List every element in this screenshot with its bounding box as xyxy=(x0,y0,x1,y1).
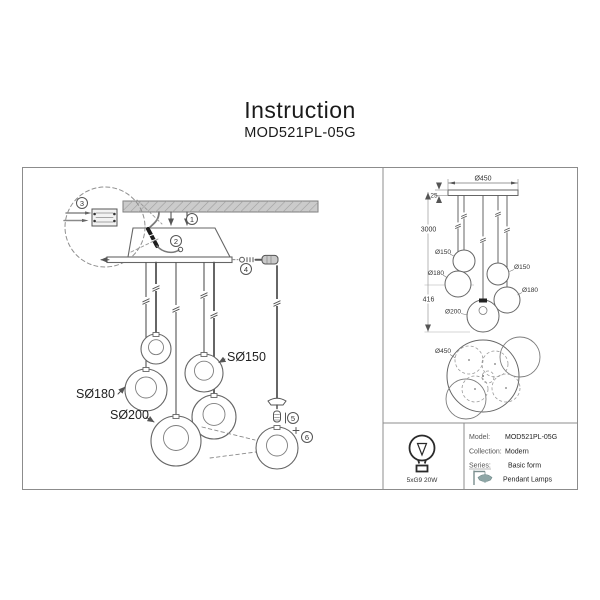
callout-2-label: 2 xyxy=(174,237,178,246)
bulb-icon xyxy=(408,434,436,473)
ceiling-bar xyxy=(122,200,319,213)
callout-3-label: 3 xyxy=(80,199,84,208)
callout-1-label: 1 xyxy=(190,215,194,224)
label-s150: SØ150 xyxy=(227,350,266,364)
series-label: Series: xyxy=(469,463,491,470)
callout-3: 3 xyxy=(76,197,88,209)
terminal-detail: 3 xyxy=(63,186,163,268)
callout-6-label: 6 xyxy=(305,433,309,442)
model-value: MOD521PL-05G xyxy=(505,434,557,441)
dim-drop-height: 3000 xyxy=(421,227,437,234)
globe-180-b xyxy=(191,393,237,440)
dim-150-right: Ø150 xyxy=(514,264,530,271)
instruction-diagram: 1 2 xyxy=(22,167,578,490)
page-title: Instruction xyxy=(244,97,356,123)
base-plate xyxy=(106,256,233,264)
dim-150-left: Ø150 xyxy=(435,249,451,256)
screw-symbol xyxy=(292,427,300,434)
dim-180-left: Ø180 xyxy=(428,270,444,277)
dim-canopy-width: Ø450 xyxy=(474,176,491,183)
model-number: MOD521PL-05G xyxy=(244,125,356,142)
dim-globes xyxy=(444,249,521,333)
callout-5-label: 5 xyxy=(291,414,295,423)
glass-globes xyxy=(124,332,237,467)
dim-200: Ø200 xyxy=(445,309,461,316)
dim-globe-labels: Ø150 Ø180 Ø150 Ø180 Ø200 xyxy=(428,249,538,316)
screwdriver-assembly: 4 xyxy=(232,254,279,275)
globe-180-a xyxy=(124,367,168,412)
series-value: Basic form xyxy=(508,463,541,470)
dim-top-view: Ø450 xyxy=(435,348,451,355)
dim-canopy-thickness: 25 xyxy=(430,193,438,200)
power-cable xyxy=(146,211,184,254)
callout-1: 1 xyxy=(186,213,198,225)
globe-150-b xyxy=(184,352,224,393)
cable-breaks xyxy=(142,284,218,319)
bulb-spec: 5xG9 20W xyxy=(407,477,439,484)
label-s200: SØ200 xyxy=(110,408,149,422)
wires xyxy=(63,211,92,223)
label-s180: SØ180 xyxy=(76,387,115,401)
collection-label: Collection: xyxy=(469,449,502,456)
callout-4-label: 4 xyxy=(244,265,248,274)
callout-6: 6 xyxy=(301,431,313,443)
dim-cluster-height: 416 xyxy=(423,297,435,304)
dimension-view: Ø450 25 3000 416 xyxy=(418,176,541,420)
title-block: Instruction MOD521PL-05G xyxy=(0,97,600,142)
pendant-lamp-icon xyxy=(473,470,493,485)
globe-200 xyxy=(150,414,202,467)
canopy-bar xyxy=(447,189,519,196)
rod-cap xyxy=(267,397,287,406)
exploded-detail: 5 6 xyxy=(201,265,313,470)
dim-180-right: Ø180 xyxy=(522,287,538,294)
callout-5: 5 xyxy=(287,412,299,424)
top-view: Ø450 xyxy=(435,336,541,420)
category-value: Pendant Lamps xyxy=(503,477,553,484)
dim-cable-breaks xyxy=(455,210,510,243)
size-labels: SØ180 SØ150 SØ200 xyxy=(76,350,266,423)
bulb-cell: 5xG9 20W xyxy=(407,434,439,484)
collection-value: Modern xyxy=(505,449,529,456)
model-label: Model: xyxy=(469,434,490,441)
callout-4: 4 xyxy=(240,263,252,275)
globe-150-a xyxy=(140,332,172,365)
info-table: Model: MOD521PL-05G Collection: Modern S… xyxy=(469,434,557,485)
detail-globe xyxy=(255,425,299,470)
assembly-drawing: 1 2 xyxy=(63,186,319,470)
screwdriver-handle xyxy=(261,254,279,265)
g9-bulb xyxy=(273,410,281,423)
callout-2: 2 xyxy=(170,235,182,247)
